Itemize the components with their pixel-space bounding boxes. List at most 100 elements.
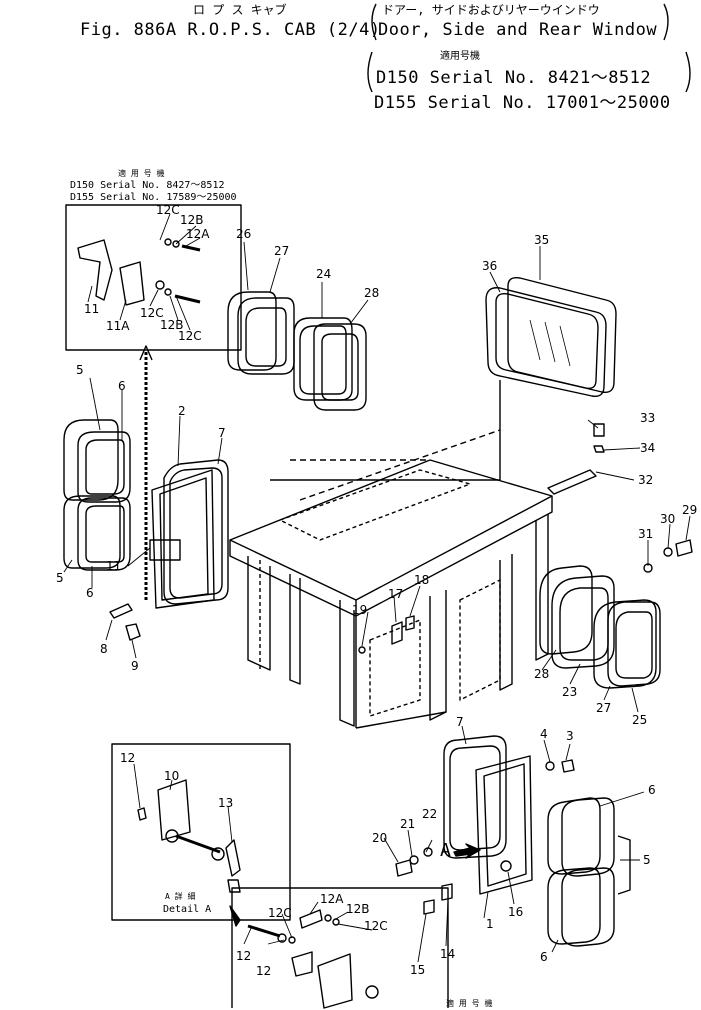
callout-9: 9 xyxy=(131,659,139,673)
rod-arrow xyxy=(139,345,153,361)
callout-12b-bottom: 12B xyxy=(346,902,370,916)
callout-4: 4 xyxy=(540,727,548,741)
callout-12c-bottom-b: 12C xyxy=(364,919,388,933)
callout-12b-inset: 12B xyxy=(180,213,204,227)
callout-33: 33 xyxy=(640,411,656,425)
part-4-nut xyxy=(545,761,555,771)
callout-28-top: 28 xyxy=(364,286,380,300)
left-door-frame xyxy=(149,459,229,609)
serial-d150: D150 Serial No. 8421～8512 xyxy=(376,68,652,88)
callout-6-upper: 6 xyxy=(118,379,126,393)
figure-title: Fig. 886A R.O.P.S. CAB (2/4) xyxy=(80,20,381,40)
callout-7-right: 7 xyxy=(456,715,464,729)
jp-subtitle: ドアー, サイドおよびリヤーウインドウ xyxy=(382,3,600,17)
part-32-bracket xyxy=(547,469,597,495)
part-8-bracket xyxy=(109,603,133,619)
callout-6-lower: 6 xyxy=(86,586,94,600)
detail-a-arrow-label: A xyxy=(440,840,451,861)
header-bracket-right xyxy=(663,3,669,41)
callout-12a-inset: 12A xyxy=(186,227,210,241)
callout-36: 36 xyxy=(482,259,498,273)
right-door-glass xyxy=(547,797,631,947)
latch-assembly-bottom xyxy=(229,905,379,1009)
part-15-bolt xyxy=(423,899,435,915)
callout-1: 1 xyxy=(486,917,494,931)
callout-5-right: 5 xyxy=(643,853,651,867)
callout-30: 30 xyxy=(660,512,676,526)
inset-box-bottom xyxy=(231,887,449,1008)
part-20-bolt xyxy=(395,859,413,877)
callout-12a-bottom: 12A xyxy=(320,892,344,906)
part-19-screw xyxy=(358,646,366,654)
callout-7-left: 7 xyxy=(218,426,226,440)
callout-24: 24 xyxy=(316,267,332,281)
callout-25: 25 xyxy=(632,713,648,727)
rear-window xyxy=(485,276,617,397)
callout-26: 26 xyxy=(236,227,252,241)
callout-21: 21 xyxy=(400,817,416,831)
part-29-bolt xyxy=(675,539,693,557)
callout-8: 8 xyxy=(100,642,108,656)
part-21-washer xyxy=(409,855,419,865)
callout-31: 31 xyxy=(638,527,654,541)
detail-a-label-jp: A 詳 細 xyxy=(165,892,196,901)
callout-19: 19 xyxy=(352,603,368,617)
en-subtitle: Door, Side and Rear Window xyxy=(378,20,658,40)
jp-title: ロ プ ス キャブ xyxy=(193,3,287,17)
callout-12-bottom-a: 12 xyxy=(236,949,252,963)
applicable-models-jp: 適用号機 xyxy=(440,51,480,62)
part-3-knob xyxy=(561,759,575,773)
right-window-set xyxy=(539,565,661,689)
callout-12c-inset-mid: 12C xyxy=(140,306,164,320)
callout-12c-inset: 12C xyxy=(156,203,180,217)
callout-17: 17 xyxy=(388,587,404,601)
cab-body xyxy=(229,380,553,729)
part-33-bolt xyxy=(593,423,605,437)
detail-a-box xyxy=(111,743,291,921)
left-window-upper xyxy=(63,419,131,503)
callout-12-bottom-b: 12 xyxy=(256,964,272,978)
callout-14: 14 xyxy=(440,947,456,961)
serial-bracket-right xyxy=(685,51,691,93)
callout-18: 18 xyxy=(414,573,430,587)
callout-13: 13 xyxy=(218,796,234,810)
leader-lines xyxy=(63,213,691,963)
latch-assembly-top xyxy=(77,238,201,306)
callout-6-bottom: 6 xyxy=(540,950,548,964)
inset-box-top xyxy=(65,204,242,351)
callout-22: 22 xyxy=(422,807,438,821)
callout-23: 23 xyxy=(562,685,578,699)
callout-6-right: 6 xyxy=(648,783,656,797)
footer-applicable-jp: 適 用 号 機 xyxy=(446,999,493,1008)
callout-12-detail: 12 xyxy=(120,751,136,765)
callout-27-right: 27 xyxy=(596,701,612,715)
callout-5-upper: 5 xyxy=(76,363,84,377)
part-17-hinge xyxy=(391,621,403,645)
right-door-frame xyxy=(443,735,533,895)
serial-bracket-left xyxy=(367,51,373,93)
inset-applicable-jp: 適 用 号 機 xyxy=(118,169,165,178)
part-14-clip xyxy=(441,883,453,901)
header-bracket-left xyxy=(371,3,377,41)
callout-5-lower: 5 xyxy=(56,571,64,585)
callout-12c-bottom-a: 12C xyxy=(268,906,292,920)
callout-12c-inset-low: 12C xyxy=(178,329,202,343)
part-34-nut xyxy=(593,445,605,453)
callout-16: 16 xyxy=(508,905,524,919)
callout-2: 2 xyxy=(178,404,186,418)
callout-20: 20 xyxy=(372,831,388,845)
callout-32: 32 xyxy=(638,473,654,487)
callout-11-door: 11 xyxy=(106,559,122,573)
serial-d155: D155 Serial No. 17001～25000 xyxy=(374,93,671,113)
callout-29: 29 xyxy=(682,503,698,517)
callout-12b-inset-lower: 12B xyxy=(160,318,184,332)
callout-3: 3 xyxy=(566,729,574,743)
detail-a-lock xyxy=(137,779,241,893)
detail-a-label-en: Detail A xyxy=(163,904,212,915)
part-22-washer xyxy=(423,847,433,857)
side-window-set xyxy=(227,291,367,411)
callout-35: 35 xyxy=(534,233,550,247)
callout-11-inset: 11 xyxy=(84,302,100,316)
